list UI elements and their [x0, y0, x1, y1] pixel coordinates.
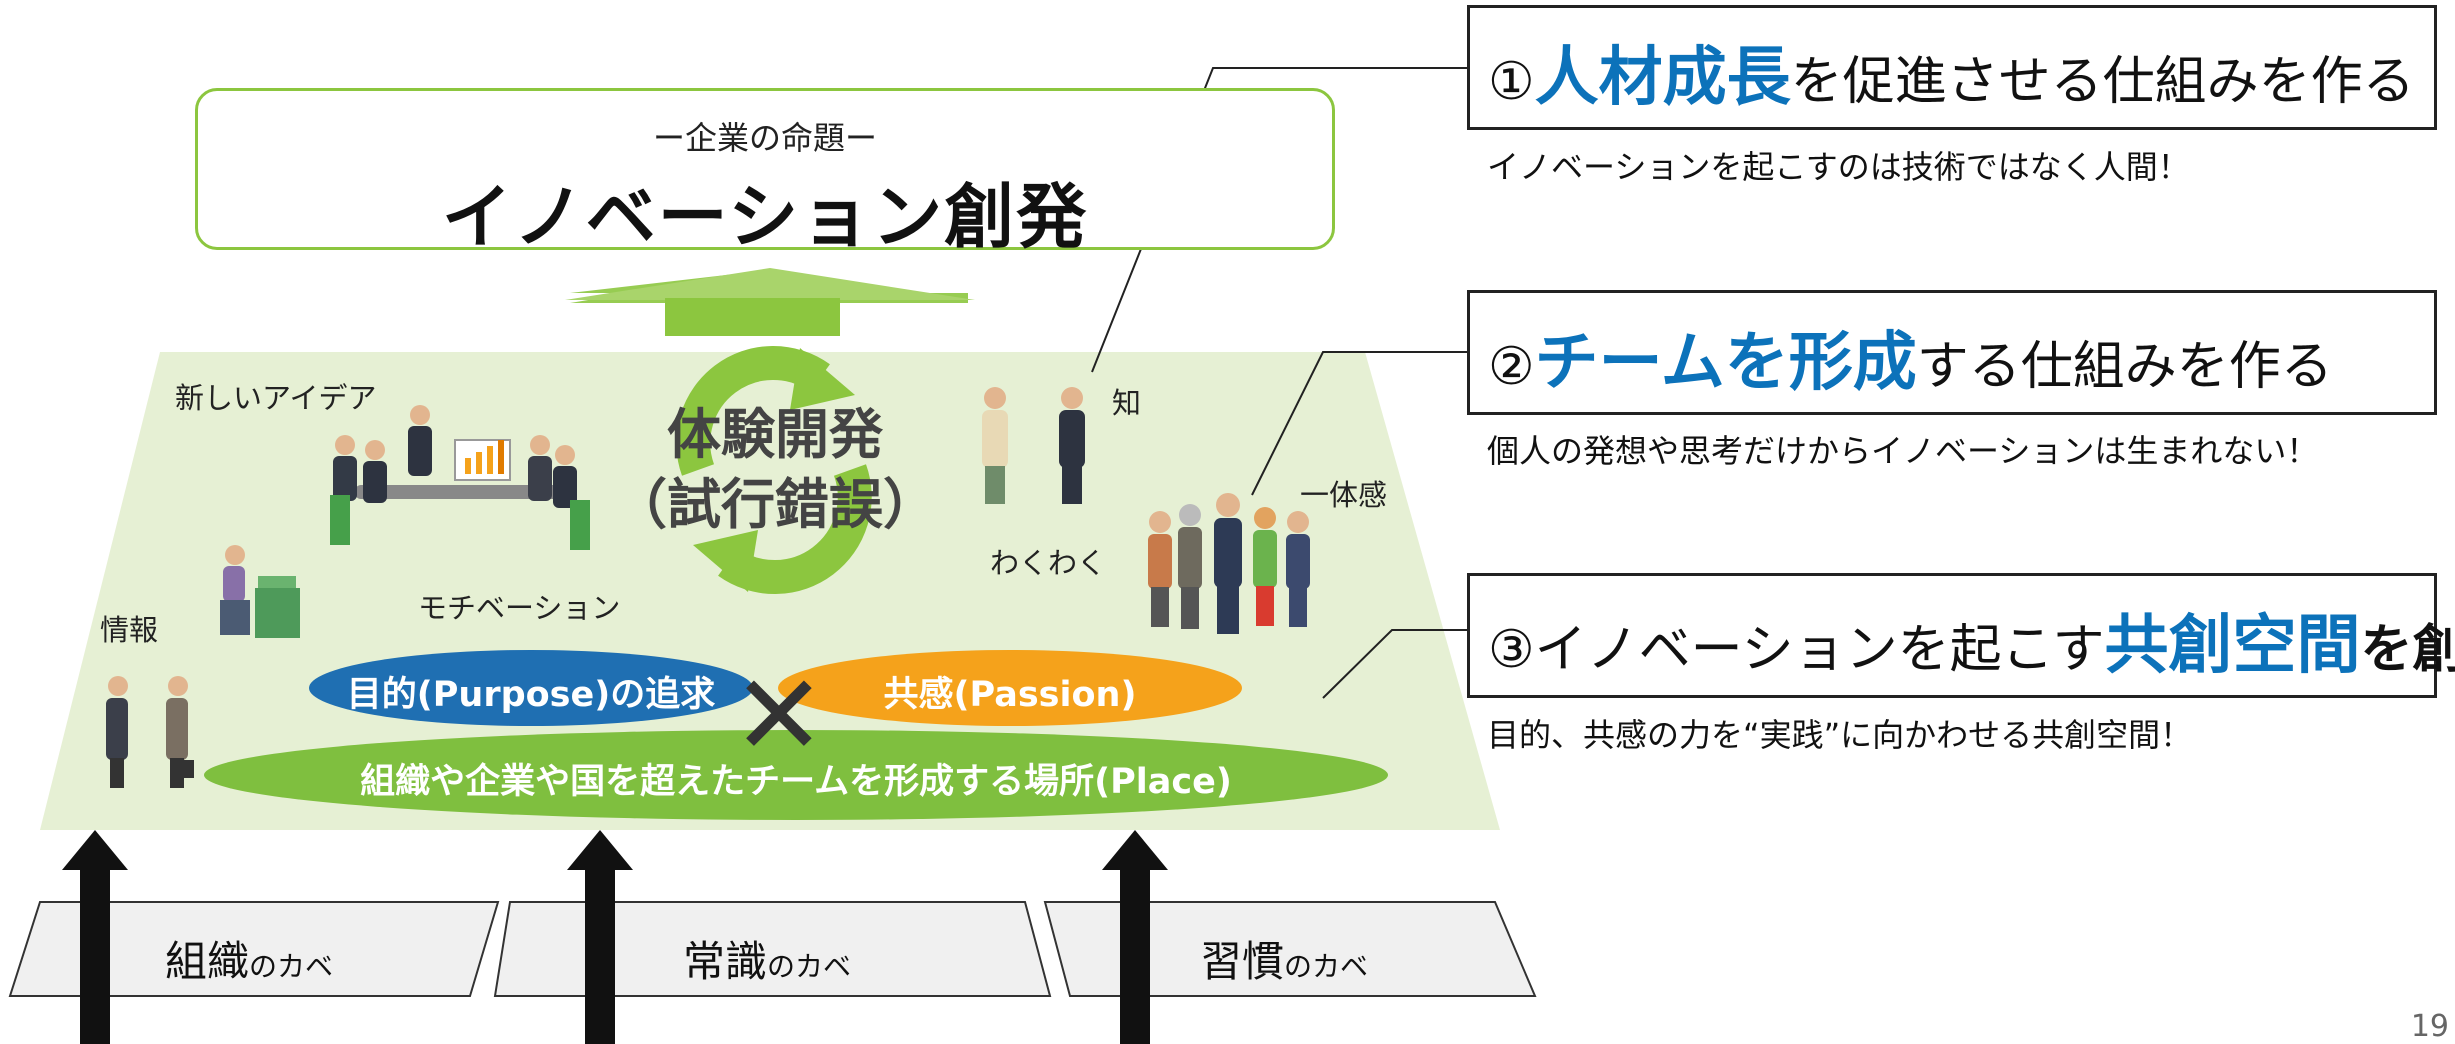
point-title-1: ①人材成長を促進させる仕組みを作る: [1488, 26, 2434, 118]
center-line-2: （試行錯誤）: [613, 473, 937, 536]
connector-line-3: [1322, 629, 1470, 699]
point-suffix: を創る: [2360, 620, 2455, 680]
wall-suffix: のカベ: [767, 950, 852, 983]
point-box-1: ①人材成長を促進させる仕組みを作る: [1467, 5, 2437, 130]
up-arrow-icon: [567, 830, 633, 1044]
purpose-text: 目的(Purpose)の追求: [346, 675, 716, 715]
point-prefix: ③イノベーションを起こす: [1488, 620, 2105, 680]
page-number: 19: [2410, 1009, 2449, 1044]
wall-label-organization: 組織のカベ: [165, 928, 333, 989]
label-info: 情報: [100, 613, 159, 647]
handshake-icon: [106, 676, 194, 788]
point-title-3: ③イノベーションを起こす共創空間を創る: [1488, 594, 2455, 686]
point-box-3: ③イノベーションを起こす共創空間を創る: [1467, 573, 2455, 698]
label-knowledge: 知: [1112, 386, 1142, 420]
point-suffix: を促進させる仕組みを作る: [1790, 52, 2415, 112]
point-title-2: ②チームを形成する仕組みを作る: [1488, 311, 2434, 403]
meeting-people-icon: [330, 405, 590, 550]
wall-main: 習慣: [1200, 937, 1285, 986]
point-description-2: 個人の発想や思考だけからイノベーションは生まれない！: [1487, 432, 2319, 470]
place-ellipse: [204, 730, 1388, 820]
experience-development: 体験開発 （試行錯誤）: [605, 400, 945, 540]
proposition-title: イノベーション創発: [441, 176, 1089, 258]
label-unity: 一体感: [1300, 478, 1388, 512]
point-highlight: 人材成長: [1534, 41, 1791, 115]
connector-line-2: [1251, 351, 1470, 496]
point-prefix: ①: [1488, 52, 1535, 112]
team-group-icon: [1148, 493, 1310, 634]
wall-main: 組織: [165, 937, 250, 986]
point-description-1: イノベーションを起こすのは技術ではなく人間！: [1487, 148, 2190, 186]
point-highlight: チームを形成: [1534, 326, 1917, 400]
wall-suffix: のカベ: [249, 950, 334, 983]
proposition-subtitle: ー企業の命題ー: [652, 119, 877, 157]
wall-main: 常識: [683, 937, 768, 986]
label-motivation: モチベーション: [418, 591, 621, 625]
cycle-arrows-icon: [676, 345, 872, 595]
label-excitement: わくわく: [990, 546, 1107, 580]
label-new-idea: 新しいアイデア: [175, 381, 377, 415]
passion-ellipse: [778, 650, 1242, 726]
point-highlight: 共創空間: [2104, 609, 2361, 683]
point-description-3: 目的、共感の力を“実践”に向かわせる共創空間！: [1487, 716, 2193, 754]
wall-organization: [8, 901, 500, 997]
desk-worker-icon: [220, 545, 300, 638]
wall-common-sense: [493, 901, 1052, 997]
point-box-2: ②チームを形成する仕組みを作る: [1467, 290, 2437, 415]
point-prefix: ②: [1488, 337, 1535, 397]
passion-text: 共感(Passion): [883, 675, 1137, 715]
center-line-1: 体験開発: [667, 403, 883, 466]
place-text: 組織や企業や国を超えたチームを形成する場所(Place): [360, 762, 1232, 802]
wall-suffix: のカベ: [1284, 950, 1369, 983]
proposition-box: ー企業の命題ー イノベーション創発: [195, 88, 1335, 258]
wall-habit: [1043, 901, 1537, 997]
connector-line-1: [1091, 67, 1470, 373]
two-women-icon: [982, 387, 1085, 504]
wall-label-habit: 習慣のカベ: [1200, 928, 1368, 989]
purpose-ellipse: [309, 650, 753, 726]
point-suffix: する仕組みを作る: [1916, 337, 2333, 397]
wall-label-common-sense: 常識のカベ: [683, 928, 851, 989]
up-arrow-icon: [62, 830, 128, 1044]
up-arrow-icon: [1102, 830, 1168, 1044]
cross-icon: ✕: [732, 651, 826, 781]
